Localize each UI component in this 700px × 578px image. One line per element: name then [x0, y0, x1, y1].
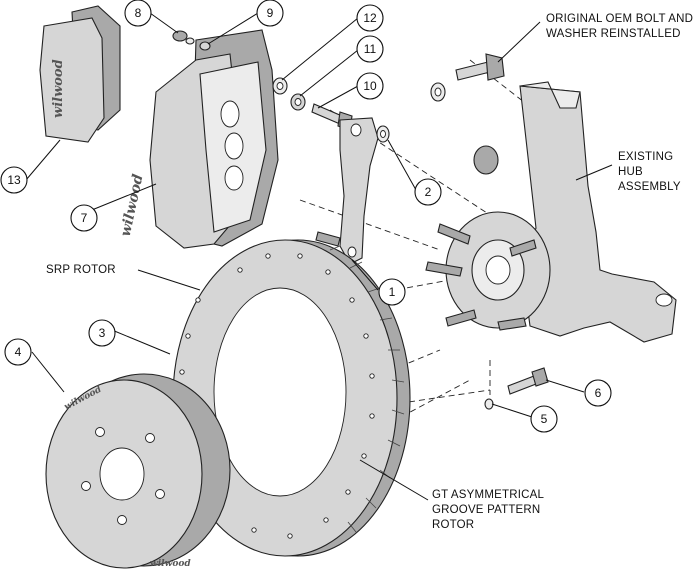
- callout-11-number: 11: [364, 42, 377, 56]
- callout-9: 9: [256, 0, 284, 27]
- hub-label-line2: HUB: [618, 166, 643, 178]
- callout-4-number: 4: [15, 345, 22, 359]
- gt-rotor-label-line3: ROTOR: [432, 519, 474, 531]
- mounting-bracket: [315, 117, 379, 265]
- callout-2: 2: [414, 178, 442, 206]
- callout-13: 13: [0, 166, 28, 194]
- oem-bolt: [455, 53, 505, 81]
- caliper: wilwood: [118, 29, 279, 249]
- callout-10: 10: [356, 72, 384, 100]
- callout-12-number: 12: [363, 11, 377, 25]
- callout-6: 6: [584, 379, 612, 407]
- callout-12: 12: [356, 4, 384, 32]
- oem-bolt-label-line1: ORIGINAL OEM BOLT AND: [546, 13, 693, 25]
- hub-label: EXISTING HUB ASSEMBLY: [618, 151, 681, 193]
- wheel-studs: [425, 223, 537, 331]
- spacer: [290, 93, 306, 111]
- leader-lines: [25, 12, 613, 501]
- bracket-washer: [376, 125, 390, 143]
- gt-rotor-label: GT ASYMMETRICAL GROOVE PATTERN ROTOR: [432, 489, 544, 531]
- brake-pads: wilwood: [39, 5, 121, 143]
- callout-5: 5: [530, 405, 558, 433]
- srp-rotor-label-text: SRP ROTOR: [46, 264, 116, 276]
- caliper-logo: wilwood: [118, 173, 147, 238]
- hub-label-line3: ASSEMBLY: [618, 181, 681, 193]
- callout-13-number: 13: [7, 173, 21, 187]
- callout-3: 3: [88, 319, 116, 347]
- callout-1: 1: [378, 278, 406, 306]
- hat-logo-bottom: wilwood: [150, 559, 191, 569]
- hub-label-line1: EXISTING: [618, 151, 673, 163]
- gt-rotor-label-line1: GT ASYMMETRICAL: [432, 489, 544, 501]
- callout-9-number: 9: [267, 6, 274, 20]
- callout-4: 4: [4, 338, 32, 366]
- oem-bolt-label-line2: WASHER REINSTALLED: [546, 28, 681, 40]
- srp-rotor-label: SRP ROTOR: [46, 264, 116, 276]
- pad-logo: wilwood: [51, 59, 66, 118]
- callout-5-number: 5: [541, 412, 548, 426]
- bleeder-screw: [172, 30, 195, 45]
- hat-washer: [484, 398, 494, 410]
- callout-7-number: 7: [81, 211, 88, 225]
- gt-rotor-label-line2: GROOVE PATTERN: [432, 504, 540, 516]
- hub-assembly: [445, 81, 677, 343]
- shim-washer: [272, 77, 288, 95]
- oem-bolt-label: ORIGINAL OEM BOLT AND WASHER REINSTALLED: [546, 13, 693, 40]
- rotor-vanes: [329, 245, 405, 533]
- callout-3-number: 3: [99, 326, 106, 340]
- oem-washer: [430, 82, 446, 102]
- callout-2-number: 2: [425, 185, 432, 199]
- callout-10-number: 10: [363, 79, 377, 93]
- callout-8: 8: [124, 0, 152, 27]
- callout-1-number: 1: [389, 285, 396, 299]
- callout-8-number: 8: [135, 6, 142, 20]
- callout-6-number: 6: [595, 386, 602, 400]
- bleeder-washer: [199, 41, 211, 51]
- callout-11: 11: [356, 35, 384, 63]
- callout-7: 7: [70, 204, 98, 232]
- hat-bolt: [507, 367, 549, 395]
- rotor-hat: wilwood wilwood: [45, 373, 231, 569]
